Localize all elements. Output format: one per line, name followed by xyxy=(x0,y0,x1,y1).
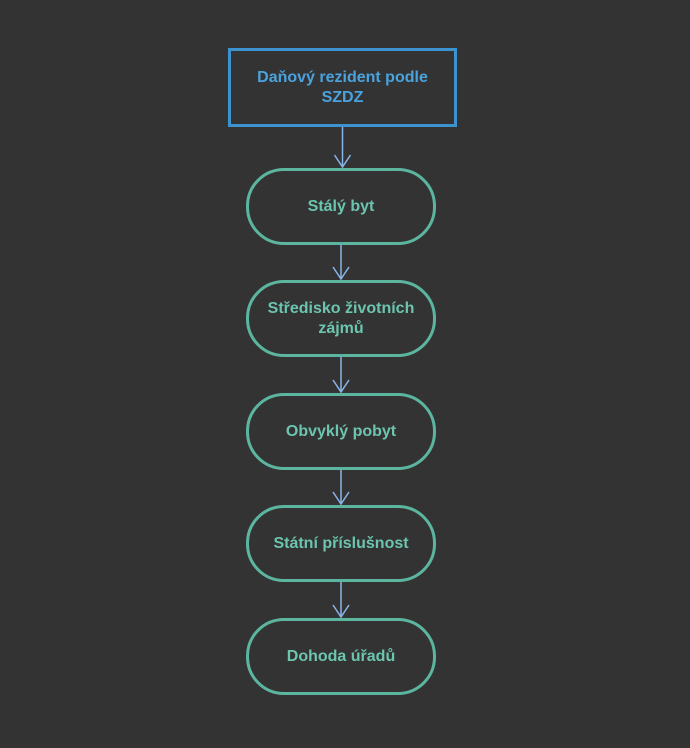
connector-arrow-5 xyxy=(332,582,350,619)
arrowhead-icon xyxy=(332,491,350,506)
step-node-centre-of-vital-interests: Středisko životních zájmů xyxy=(246,280,436,357)
arrowhead-icon xyxy=(332,604,350,619)
connector-arrow-1 xyxy=(333,127,352,169)
root-node-tax-resident: Daňový rezident podle SZDZ xyxy=(228,48,457,127)
step-node-nationality: Státní příslušnost xyxy=(246,505,436,582)
connector-arrow-4 xyxy=(332,470,350,506)
step-node-mutual-agreement: Dohoda úřadů xyxy=(246,618,436,695)
arrowhead-icon xyxy=(332,379,350,394)
step-node-permanent-home: Stálý byt xyxy=(246,168,436,245)
connector-arrow-2 xyxy=(332,245,350,281)
connector-arrow-3 xyxy=(332,357,350,394)
arrowhead-icon xyxy=(332,266,350,281)
arrowhead-icon xyxy=(333,154,352,169)
step-node-habitual-abode: Obvyklý pobyt xyxy=(246,393,436,470)
